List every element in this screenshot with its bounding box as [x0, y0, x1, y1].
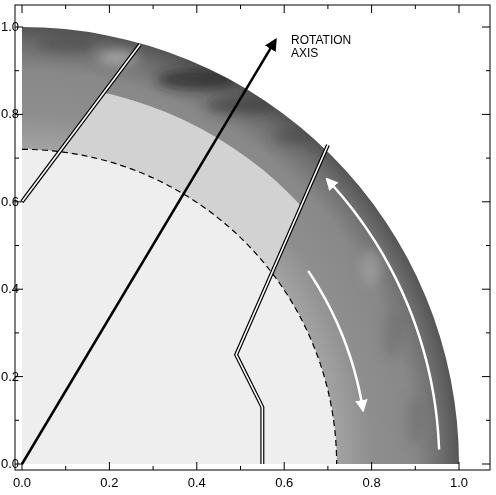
base-of-convection-zone	[22, 149, 337, 464]
contour-line-core	[22, 44, 140, 201]
plot-frame	[15, 5, 490, 470]
axis-ticks	[15, 5, 490, 470]
equatorward-flow-arrow	[308, 271, 363, 410]
tick-label: 0.4	[1, 282, 19, 296]
tick-label: 0.6	[1, 195, 19, 209]
poleward-flow-arrow	[327, 179, 439, 449]
tick-label: 0.2	[100, 476, 118, 490]
radiative-interior	[22, 149, 337, 464]
tick-label: 0.4	[188, 476, 206, 490]
rotation-axis	[22, 40, 275, 464]
contour-line	[22, 44, 140, 201]
tick-label: 0.8	[1, 107, 19, 121]
convection-zone	[22, 27, 459, 464]
tick-label: 0.0	[1, 457, 19, 471]
tick-label: 0.2	[1, 370, 19, 384]
tick-label: 0.6	[275, 476, 293, 490]
tick-label: 1.0	[1, 20, 19, 34]
tick-label: 1.0	[450, 476, 468, 490]
contour-line	[236, 145, 328, 464]
axis-label: ROTATION AXIS	[291, 34, 363, 60]
tick-label: 0.8	[363, 476, 381, 490]
tick-label: 0.0	[13, 476, 31, 490]
contour-line-core	[236, 145, 328, 464]
